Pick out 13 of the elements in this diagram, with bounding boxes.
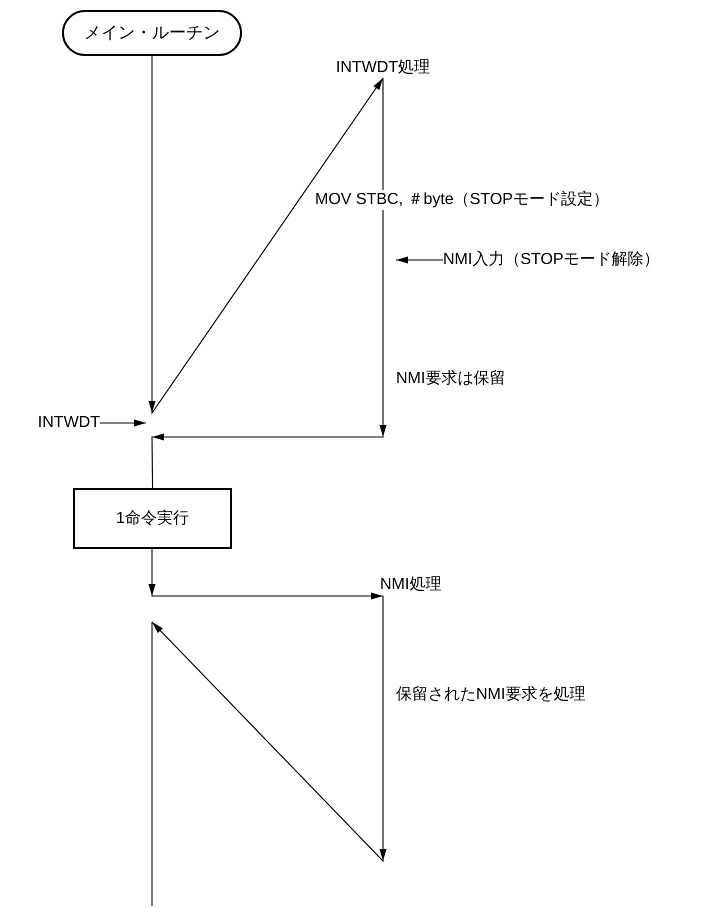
arrow xyxy=(148,549,383,600)
arrow xyxy=(151,78,386,488)
process-box: 1命令実行 xyxy=(73,488,232,549)
signal-label: NMI入力（STOPモード解除） xyxy=(443,250,703,270)
process-label: INTWDT処理 xyxy=(323,58,443,78)
arrow xyxy=(396,256,443,264)
arrow xyxy=(152,596,386,862)
arrow xyxy=(100,420,146,426)
arrow xyxy=(148,56,384,415)
process-label: NMI処理 xyxy=(380,574,444,596)
status-note: 保留されたNMI要求を処理 xyxy=(396,685,586,705)
terminal-box: メイン・ルーチン xyxy=(62,10,242,56)
signal-label: INTWDT xyxy=(30,413,100,433)
